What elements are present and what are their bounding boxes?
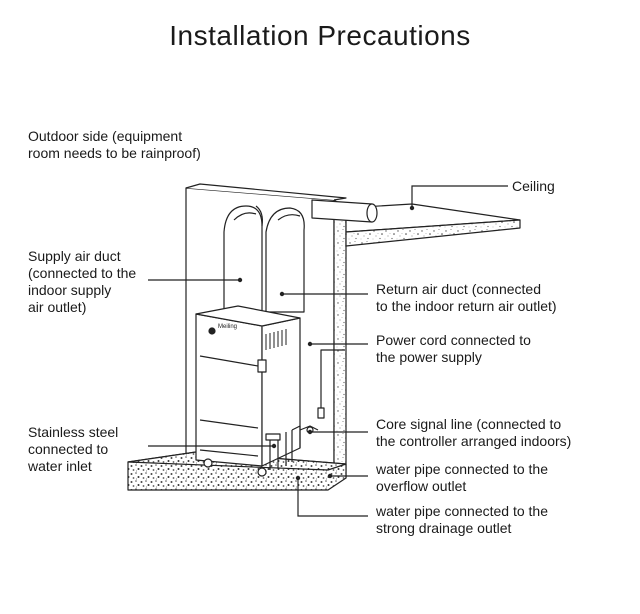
power-socket: [317, 407, 325, 419]
label-stainless-steel: Stainless steel connected to water inlet: [28, 424, 119, 474]
unit-front: [195, 313, 263, 467]
through-wall-duct: [311, 199, 377, 223]
return-duct: [265, 207, 305, 313]
label-supply-air-duct: Supply air duct (connected to the indoor…: [28, 248, 137, 315]
wall-thickness: [333, 199, 347, 479]
label-overflow-pipe: water pipe connected to the overflow out…: [376, 461, 549, 494]
inlet-pipe: [269, 436, 279, 470]
page-title: Installation Precautions: [169, 20, 471, 51]
label-drainage-pipe: water pipe connected to the strong drain…: [376, 503, 549, 536]
unit-top: [195, 305, 301, 327]
leader-ceiling: [411, 185, 508, 208]
label-outdoor-side: Outdoor side (equipment room needs to be…: [28, 128, 201, 161]
unit-logo: Meiling: [218, 324, 238, 330]
label-return-air-duct: Return air duct (connected to the indoor…: [376, 281, 557, 314]
unit-side: [261, 317, 301, 467]
supply-duct: [223, 205, 263, 313]
leader-drainage: [297, 478, 368, 517]
label-power-cord: Power cord connected to the power supply: [376, 332, 531, 365]
power-cord: [320, 349, 345, 408]
label-core-signal-line: Core signal line (connected to the contr…: [376, 416, 572, 449]
label-ceiling: Ceiling: [512, 178, 555, 194]
